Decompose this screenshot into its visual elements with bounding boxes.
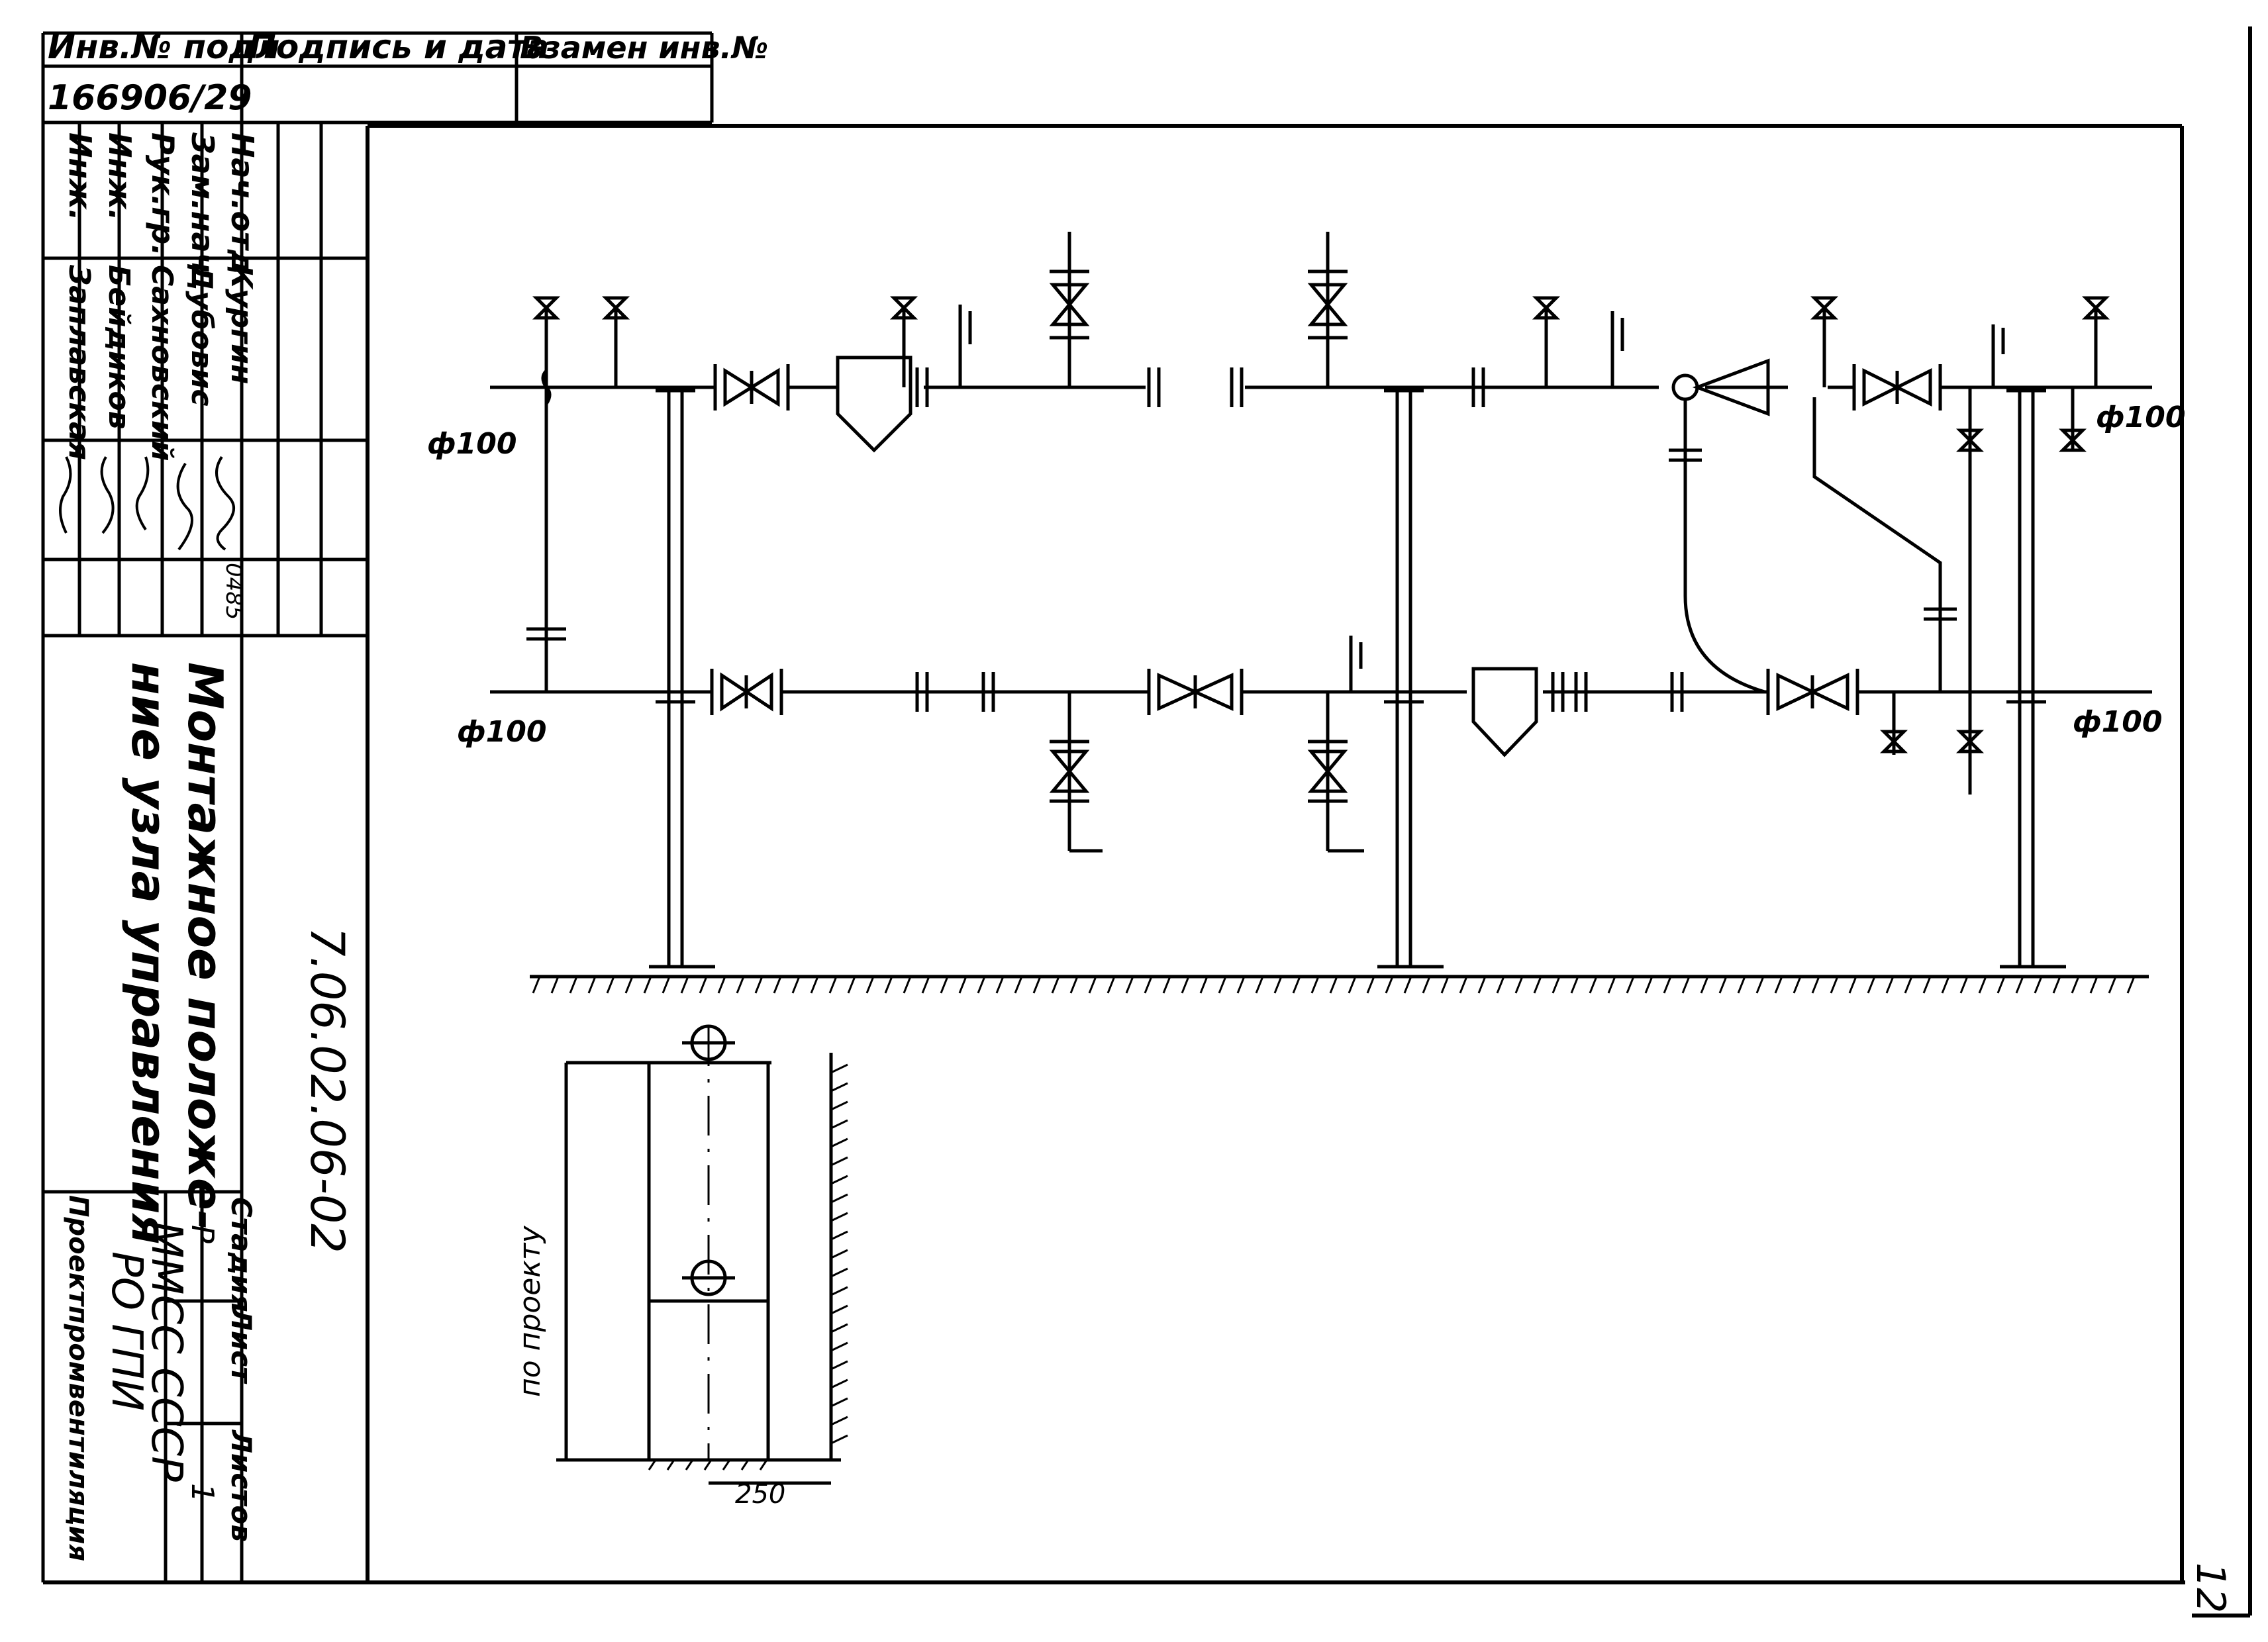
signature-roles: Нач.отд Зам.нач Рук.гр. Инж. Инж. bbox=[62, 132, 260, 274]
handwritten-signatures bbox=[59, 456, 235, 551]
sheets-value: 1 bbox=[185, 1483, 221, 1502]
title-line2: ние узла управления bbox=[121, 662, 177, 1245]
dim-note: по проекту bbox=[513, 1225, 547, 1397]
header-replace-label: Взамен инв.№ bbox=[520, 30, 768, 66]
strainer bbox=[1471, 667, 1538, 757]
sig-name: Кургин bbox=[224, 265, 258, 384]
pipe-schematic bbox=[490, 232, 2152, 979]
header-table bbox=[41, 31, 714, 1582]
page-number: 12 bbox=[2187, 1563, 2234, 1613]
header-sign-label: Подпись и дата bbox=[248, 28, 549, 66]
dim-width: 250 bbox=[735, 1479, 785, 1510]
drawing-code: 7.06.02.06-02 bbox=[300, 927, 354, 1253]
stage-header: Стадия bbox=[225, 1197, 258, 1312]
gate-valve bbox=[1852, 364, 1942, 410]
org-line1: ММСС СССР bbox=[142, 1222, 191, 1482]
sig-role: Нач.отд bbox=[224, 132, 260, 274]
sheets-header: Листов bbox=[225, 1429, 258, 1542]
stage-table bbox=[43, 1190, 242, 1582]
sig-name: Заплавская bbox=[62, 264, 96, 460]
stage-value: Р bbox=[185, 1225, 221, 1243]
sig-date: 0485 bbox=[221, 563, 247, 620]
sig-role: Инж. bbox=[102, 132, 138, 221]
title-line1: Монтажное положе- bbox=[177, 662, 233, 1230]
sig-name: Дубовис bbox=[185, 264, 219, 407]
sig-name: Бейдиков bbox=[102, 265, 136, 430]
pipe-label-top-left: ф100 bbox=[427, 427, 517, 461]
sig-role: Инж. bbox=[62, 132, 98, 221]
header-inv-label: Инв.№ подл bbox=[48, 28, 280, 66]
gate-valve bbox=[710, 669, 783, 715]
gate-valve bbox=[1147, 669, 1244, 715]
header-inv-value: 166906/29 bbox=[48, 78, 252, 118]
org-line3: Проектпромвентиляция bbox=[63, 1195, 93, 1561]
pipe-label-bottom-left: ф100 bbox=[457, 715, 547, 749]
sig-role: Рук.гр. bbox=[145, 132, 181, 256]
gate-valve bbox=[713, 364, 790, 410]
org-line2: РО ГПИ bbox=[102, 1251, 151, 1411]
gate-valve bbox=[1766, 669, 1859, 715]
sig-role: Зам.нач bbox=[185, 132, 221, 273]
strainer bbox=[836, 356, 912, 453]
section-detail bbox=[556, 1024, 841, 1485]
pipe-label-bottom-right: ф100 bbox=[2073, 705, 2163, 739]
pipe-label-top-right: ф100 bbox=[2096, 401, 2186, 434]
sheet-header: Лист bbox=[225, 1306, 258, 1384]
sig-name: Сахновский bbox=[145, 265, 179, 461]
signature-table bbox=[43, 122, 368, 1582]
drawing-frame bbox=[43, 26, 2252, 1618]
ground-hatch bbox=[532, 976, 2136, 1471]
signature-names: Кургин Дубовис Сахновский Бейдиков Запла… bbox=[62, 264, 258, 461]
